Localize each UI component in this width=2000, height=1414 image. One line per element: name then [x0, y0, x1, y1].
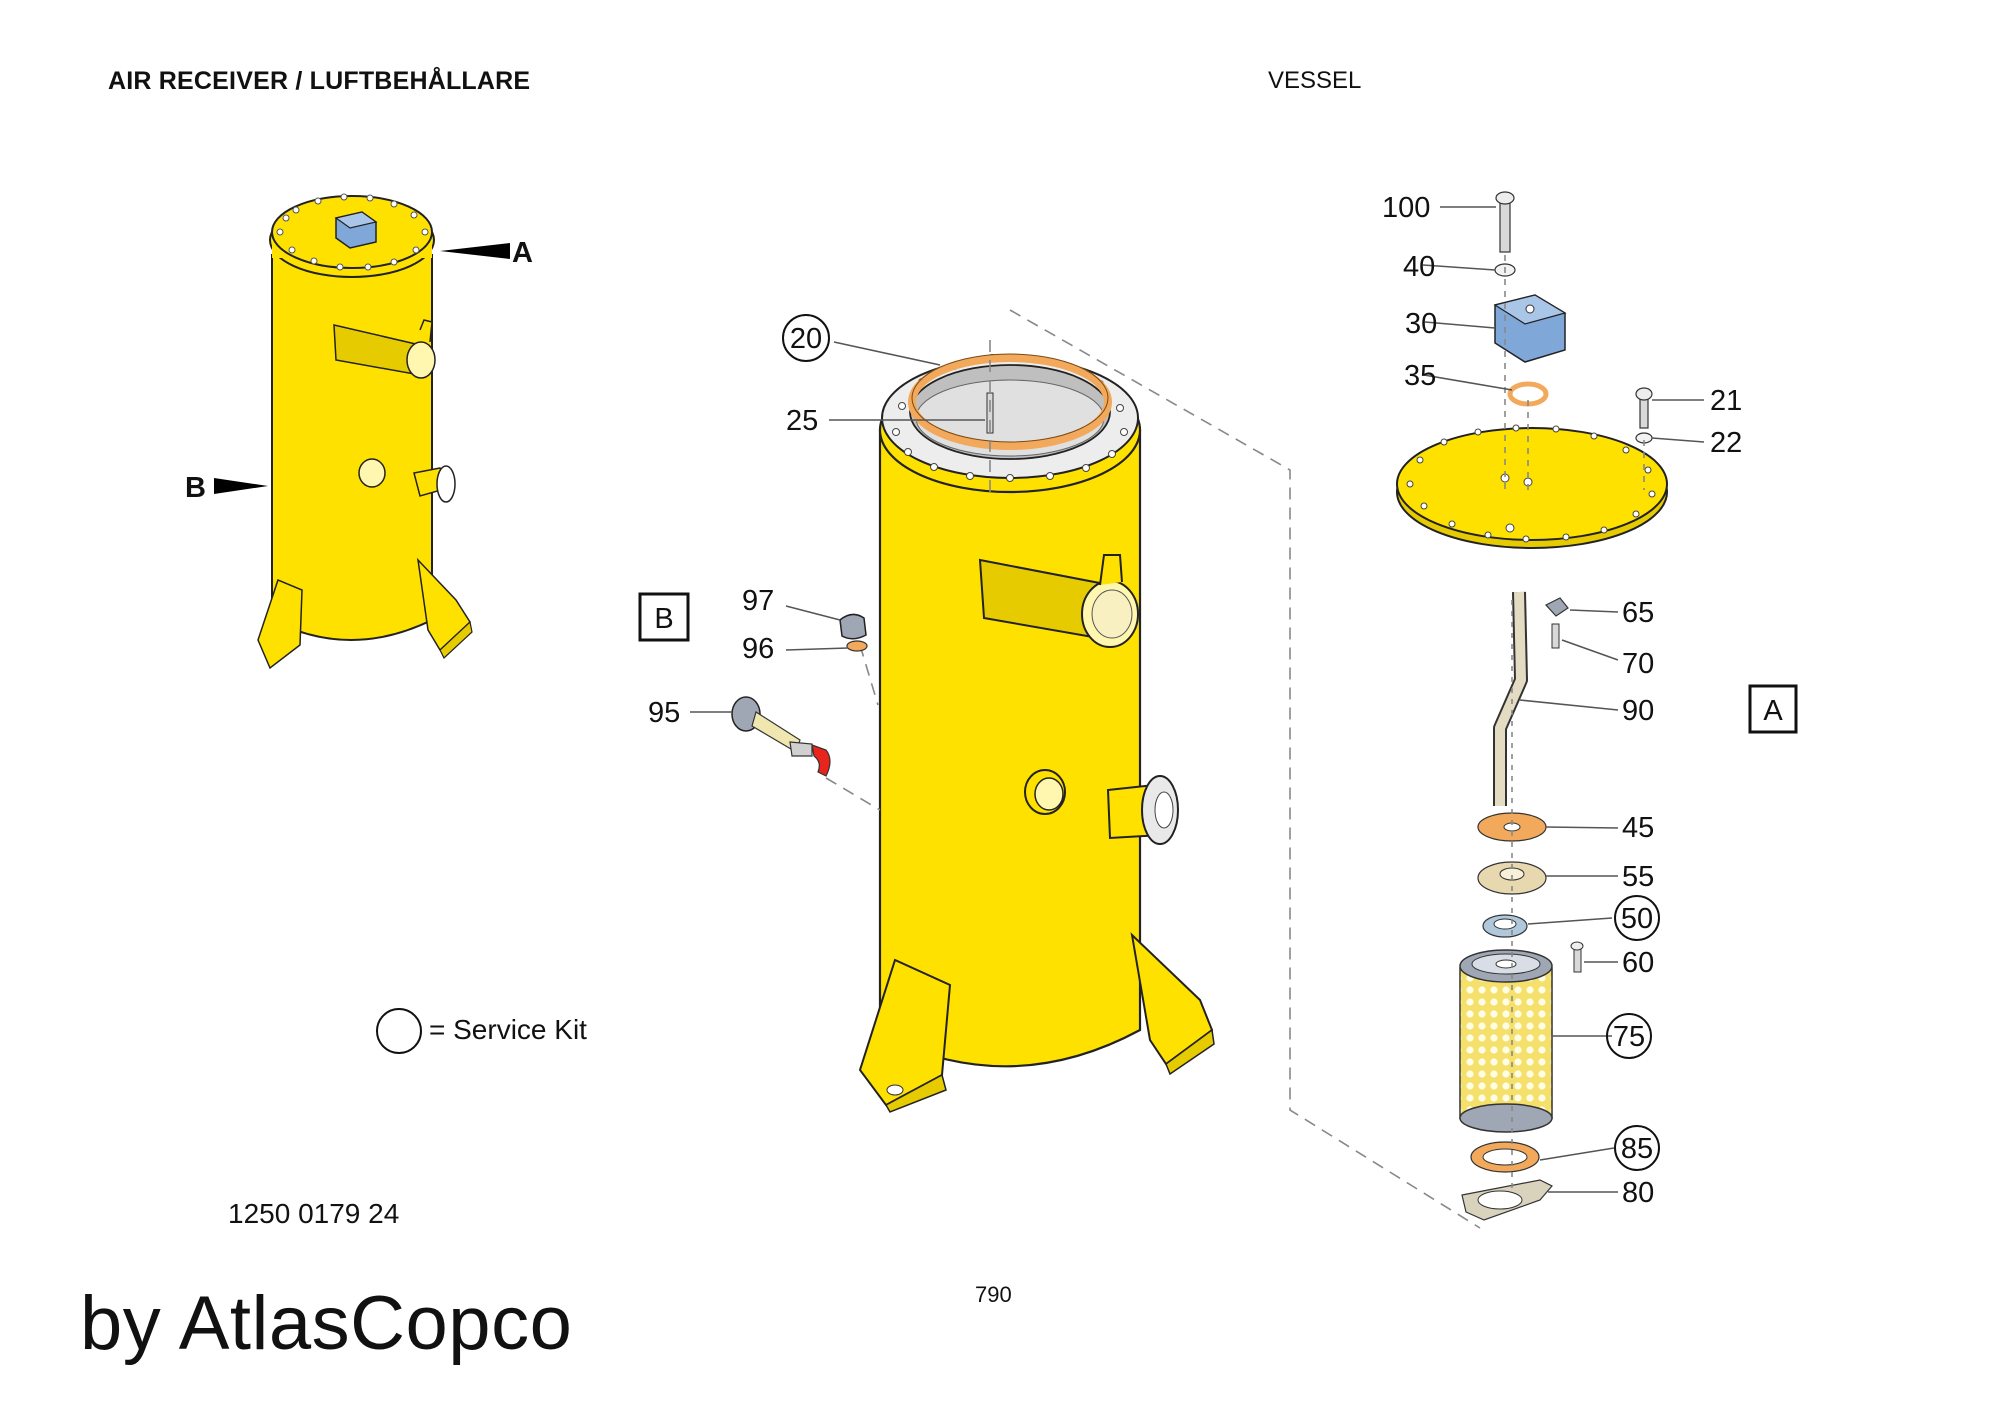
view-label-a-arrow: A	[512, 237, 533, 269]
view-label-b-arrow: B	[185, 472, 206, 504]
main-vessel	[858, 353, 1215, 1113]
drain-parts	[731, 613, 868, 777]
callout-20: 20	[790, 323, 822, 355]
callout-21: 21	[1710, 385, 1742, 417]
view-arrow-b	[214, 478, 268, 494]
callout-25: 25	[786, 405, 818, 437]
callout-96: 96	[742, 633, 774, 665]
callout-55: 55	[1622, 861, 1654, 893]
filter-element	[1459, 949, 1553, 1133]
callout-65: 65	[1622, 597, 1654, 629]
leader-lines	[690, 206, 1705, 1193]
callout-80: 80	[1622, 1177, 1654, 1209]
part-number: 1250 0179 24	[228, 1198, 400, 1229]
overview-vessel	[257, 193, 473, 670]
callout-50: 50	[1621, 903, 1653, 935]
legend-service-kit-circle	[376, 1008, 422, 1054]
callout-60: 60	[1622, 947, 1654, 979]
callout-70: 70	[1622, 648, 1654, 680]
callout-75: 75	[1613, 1021, 1645, 1053]
callout-100: 100	[1382, 192, 1430, 224]
callout-labels: 20 25 B 97 96 95 100 40 30 35 21 22 65 7…	[638, 192, 1798, 1209]
view-box-b	[638, 592, 690, 642]
callout-30: 30	[1405, 308, 1437, 340]
page-title: AIR RECEIVER / LUFTBEHÅLLARE	[108, 67, 531, 95]
assembly-line-cover	[1009, 309, 1481, 1229]
brand-watermark: by AtlasCopco	[80, 1281, 573, 1366]
callout-90: 90	[1622, 695, 1654, 727]
legend-service-kit-text: = Service Kit	[429, 1014, 587, 1045]
assembly-line-plug	[859, 644, 879, 706]
callout-22: 22	[1710, 427, 1742, 459]
view-arrow-a	[440, 243, 510, 259]
service-kit-ring-20	[782, 314, 830, 362]
service-kit-ring-75	[1606, 1013, 1652, 1059]
assembly-line-valve	[825, 777, 881, 811]
callout-40: 40	[1403, 251, 1435, 283]
section-title: VESSEL	[1268, 67, 1362, 94]
page-number: 790	[975, 1282, 1012, 1307]
service-kit-ring-85	[1614, 1125, 1660, 1171]
view-box-a	[1748, 684, 1798, 734]
cover-assembly	[1396, 191, 1668, 1221]
callout-97: 97	[742, 585, 774, 617]
callout-35: 35	[1404, 360, 1436, 392]
service-kit-ring-50	[1614, 895, 1660, 941]
view-label-b: B	[654, 603, 673, 635]
callout-95: 95	[648, 697, 680, 729]
callout-45: 45	[1622, 812, 1654, 844]
view-label-a: A	[1763, 695, 1783, 727]
callout-85: 85	[1621, 1133, 1653, 1165]
